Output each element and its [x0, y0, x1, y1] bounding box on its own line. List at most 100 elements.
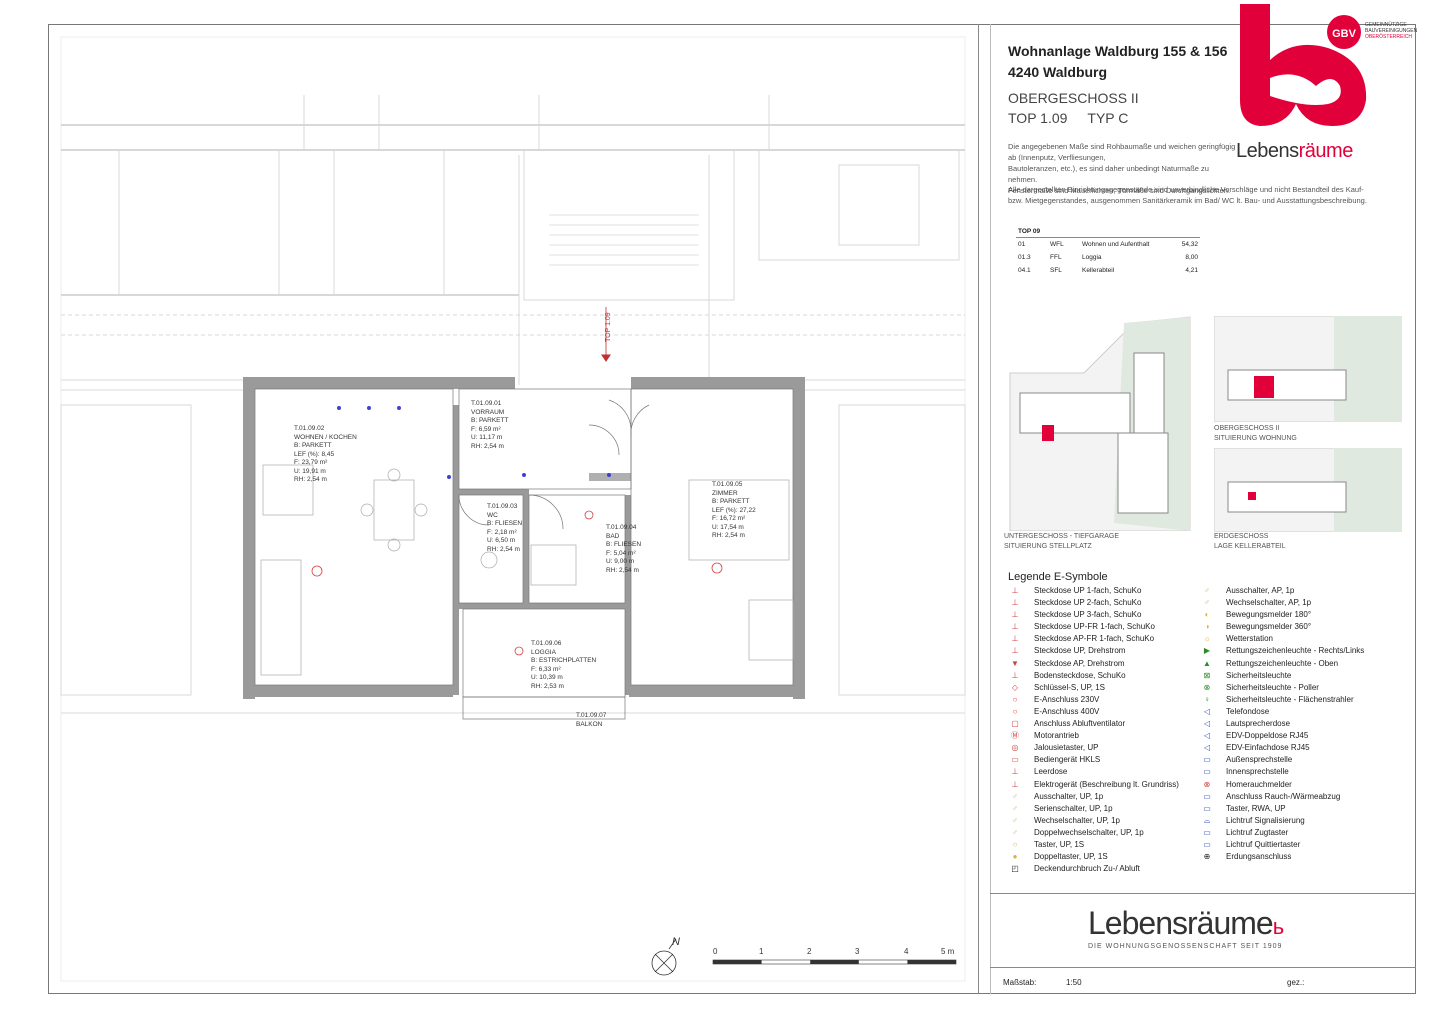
switch-icon: ♂ [1012, 815, 1018, 825]
key-switch-icon: ◇ [1011, 682, 1019, 692]
legend-item: ▭Lichtruf Quittiertaster [1200, 839, 1364, 851]
legend-item: ♂Ausschalter, UP, 1p [1008, 791, 1179, 803]
ceiling-opening-icon: ◰ [1011, 864, 1019, 874]
massstab-label: Maßstab: [1003, 978, 1037, 987]
legend-item: ⊕Erdungsanschluss [1200, 851, 1364, 863]
legend-right-column: ♂Ausschalter, AP, 1p ♂Wechselschalter, A… [1200, 585, 1364, 863]
furniture-note: Alle dargestellten Einrichtungsgegenstän… [1008, 185, 1367, 205]
legend-item: ♂Serienschalter, UP, 1p [1008, 803, 1179, 815]
socket-icon: ⊥ [1011, 598, 1019, 608]
exit-sign-icon: ▲ [1203, 658, 1211, 668]
legend-item: ●Doppeltaster, UP, 1S [1008, 851, 1179, 863]
nurse-call-icon: ▭ [1203, 839, 1211, 849]
network-socket-icon: ◁ [1203, 743, 1211, 753]
legend-item: ⊥Bodensteckdose, SchuKo [1008, 670, 1179, 682]
legend-item: ◑Bewegungsmelder 360° [1200, 621, 1364, 633]
ground-icon: ⊕ [1203, 852, 1211, 862]
legend-item: ▭Innensprechstelle [1200, 766, 1364, 778]
gbv-logo-icon: GBV [1327, 15, 1361, 49]
network-socket-icon: ◁ [1203, 731, 1211, 741]
site-plan-og-thumbnail [1214, 316, 1402, 422]
socket-icon: ⊥ [1011, 622, 1019, 632]
legend-item: ⊥Steckdose UP 1-fach, SchuKo [1008, 585, 1179, 597]
intercom-icon: ▭ [1203, 767, 1211, 777]
legend-item: ◇Schlüssel-S, UP, 1S [1008, 682, 1179, 694]
legend-item: ⊥Steckdose UP-FR 1-fach, SchuKo [1008, 621, 1179, 633]
legend-title: Legende E-Symbole [1008, 571, 1108, 583]
legend-item: ○E-Anschluss 400V [1008, 706, 1179, 718]
legend-item: ▼Steckdose AP, Drehstrom [1008, 658, 1179, 670]
legend-item: ◁Lautsprecherdose [1200, 718, 1364, 730]
footer-row-separator [990, 967, 1416, 968]
control-unit-icon: ▭ [1011, 755, 1019, 765]
legend-item: ○E-Anschluss 230V [1008, 694, 1179, 706]
nurse-call-icon: ⌓ [1203, 815, 1211, 825]
switch-icon: ♂ [1012, 791, 1018, 801]
motion-sensor-icon: ◑ [1204, 622, 1210, 632]
emergency-light-icon: ⊠ [1203, 670, 1211, 680]
floor-label: OBERGESCHOSS II [1008, 90, 1139, 106]
legend-item: ♂Ausschalter, AP, 1p [1200, 585, 1364, 597]
legend-item: ⊥Steckdose AP-FR 1-fach, SchuKo [1008, 633, 1179, 645]
connection-icon: ○ [1012, 694, 1018, 704]
gbv-logo-mark: GBV [1332, 28, 1357, 40]
nurse-call-icon: ▭ [1203, 827, 1211, 837]
floor-socket-icon: ⊥ [1011, 670, 1019, 680]
legend-item: ▶Rettungszeichenleuchte - Rechts/Links [1200, 645, 1364, 657]
smoke-detector-icon: ⊗ [1203, 779, 1211, 789]
scale-tick: 4 [904, 947, 909, 956]
legend-item: ◰Deckendurchbruch Zu-/ Abluft [1008, 863, 1179, 875]
legend-item: ○Taster, UP, 1S [1008, 839, 1179, 851]
brand-logo-text: Lebensräume [1236, 140, 1353, 162]
scale-tick: 3 [855, 947, 860, 956]
legend-item: ☼Wetterstation [1200, 633, 1364, 645]
legend-item: ▭Bediengerät HKLS [1008, 754, 1179, 766]
legend-item: ◎Jalousietaster, UP [1008, 742, 1179, 754]
intercom-icon: ▭ [1203, 755, 1211, 765]
gez-label: gez.: [1287, 978, 1305, 987]
legend-item: ♀Sicherheitsleuchte - Flächenstrahler [1200, 694, 1364, 706]
massstab-value: 1:50 [1066, 978, 1082, 987]
motor-icon: Ⓜ [1011, 731, 1019, 741]
socket-icon: ⊥ [1011, 646, 1019, 656]
north-label: N [672, 936, 680, 948]
legend-item: ⊗Homerauchmelder [1200, 779, 1364, 791]
legend-item: ▭Taster, RWA, UP [1200, 803, 1364, 815]
sheet-divider [978, 24, 979, 994]
legend-item: ▭Anschluss Rauch-/Wärmeabzug [1200, 791, 1364, 803]
legend-item: ⊥Steckdose UP, Drehstrom [1008, 645, 1179, 657]
project-title: Wohnanlage Waldburg 155 & 156 [1008, 43, 1228, 59]
scale-bar [712, 959, 957, 965]
socket-icon: ⊥ [1011, 610, 1019, 620]
legend-item: ♂Wechselschalter, UP, 1p [1008, 815, 1179, 827]
legend-item: ⊥Steckdose UP 3-fach, SchuKo [1008, 609, 1179, 621]
legend-item: ▭Lichtruf Zugtaster [1200, 827, 1364, 839]
site-plan-eg-thumbnail [1214, 448, 1402, 532]
legend-item: ⊥Steckdose UP 2-fach, SchuKo [1008, 597, 1179, 609]
legend-item: ⊠Sicherheitsleuchte [1200, 670, 1364, 682]
switch-icon: ♂ [1204, 598, 1210, 608]
legend-item: ♂Doppelwechselschalter, UP, 1p [1008, 827, 1179, 839]
legend-item: ⊗Sicherheitsleuchte - Poller [1200, 682, 1364, 694]
connection-icon: ○ [1012, 706, 1018, 716]
emergency-light-icon: ⊗ [1203, 682, 1211, 692]
top-marker-label: TOP 1.09 [605, 312, 612, 342]
socket-icon: ⊥ [1011, 634, 1019, 644]
exit-sign-icon: ▶ [1203, 646, 1211, 656]
sheet-frame [48, 24, 1416, 994]
legend-item: ♂Wechselschalter, AP, 1p [1200, 597, 1364, 609]
empty-box-icon: ⊥ [1011, 767, 1019, 777]
